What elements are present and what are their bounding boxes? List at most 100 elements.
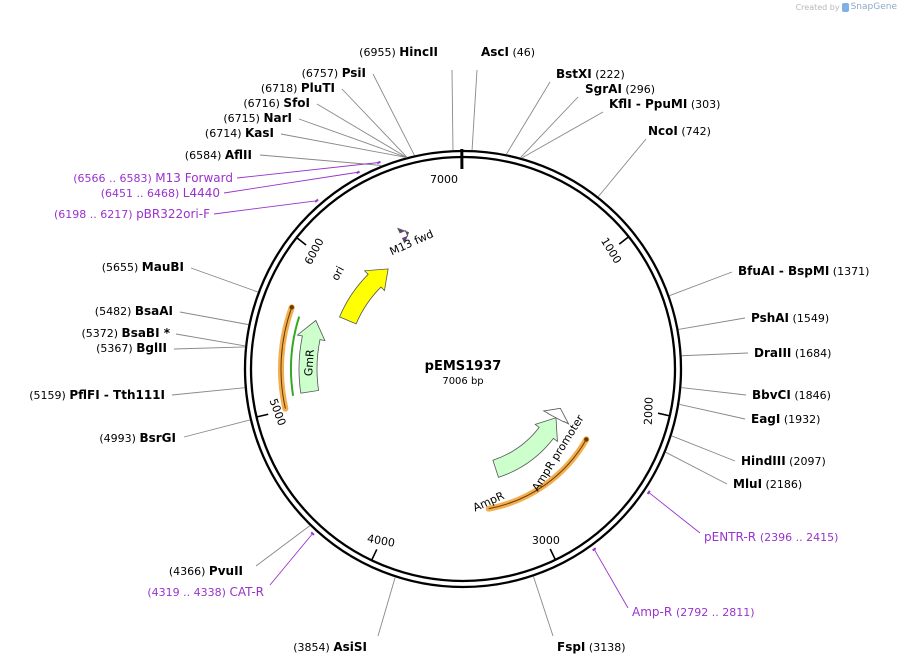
enzyme-site-bstxi[interactable]: BstXI (222)	[556, 67, 625, 81]
enzyme-leader-pflfi-tth111i	[171, 387, 245, 396]
enzyme-name: AsiSI	[333, 640, 367, 654]
primer-mark-cat-r	[310, 531, 315, 536]
enzyme-position: (46)	[509, 46, 535, 59]
enzyme-site-bsaai[interactable]: (5482) BsaAI	[95, 304, 173, 318]
enzyme-site-fspi[interactable]: FspI (3138)	[557, 640, 625, 654]
primer-site-l4440[interactable]: (6451 .. 6468) L4440	[101, 186, 220, 200]
enzyme-site-sgrai[interactable]: SgrAI (296)	[585, 82, 655, 96]
primer-leader-pentr-r	[648, 492, 701, 534]
enzyme-name: BglII	[136, 341, 167, 355]
tick-6000	[296, 236, 307, 246]
snapgene-logo-icon	[841, 2, 849, 12]
plasmid-center: pEMS1937 7006 bp	[425, 359, 502, 387]
enzyme-position: (3854)	[293, 641, 333, 654]
feature-ori[interactable]	[339, 268, 389, 325]
enzyme-site-mlui[interactable]: MluI (2186)	[733, 477, 802, 491]
feature-m13-fwd[interactable]	[397, 227, 410, 244]
enzyme-site-bsrgi[interactable]: (4993) BsrGI	[99, 431, 176, 445]
enzyme-site-bbvci[interactable]: BbvCI (1846)	[752, 388, 831, 402]
enzyme-position: (6714)	[205, 127, 245, 140]
tick-1000	[618, 236, 630, 245]
enzyme-name: AflII	[225, 148, 252, 162]
feature-label-gmr: GmR	[302, 349, 317, 377]
primer-mark-amp-r	[592, 547, 597, 552]
snapgene-credit: Created by SnapGene	[796, 2, 897, 12]
enzyme-site-draiii[interactable]: DraIII (1684)	[754, 346, 831, 360]
enzyme-name: AscI	[481, 45, 509, 59]
primer-leader-m13-forward	[236, 162, 379, 179]
enzyme-site-ncoi[interactable]: NcoI (742)	[648, 124, 711, 138]
enzyme-site-aflii[interactable]: (6584) AflII	[185, 148, 252, 162]
enzyme-position: (1932)	[780, 413, 820, 426]
enzyme-position: (6716)	[243, 97, 283, 110]
enzyme-site-pshai[interactable]: PshAI (1549)	[751, 311, 829, 325]
enzyme-leader-fspi	[532, 576, 554, 637]
enzyme-leader-bsrgi	[183, 419, 251, 438]
gmr-orf-line	[290, 316, 301, 396]
enzyme-site-bsabi[interactable]: (5372) BsaBI *	[81, 326, 170, 340]
enzyme-position: (222)	[592, 68, 625, 81]
enzyme-name: KasI	[245, 126, 274, 140]
enzyme-name: HincII	[399, 45, 438, 59]
primer-leader-pbr322ori-f	[213, 200, 317, 215]
enzyme-site-psii[interactable]: (6757) PsiI	[302, 66, 366, 80]
tick-label-6000: 6000	[302, 236, 327, 267]
enzyme-site-hindiii[interactable]: HindIII (2097)	[741, 454, 826, 468]
enzyme-name: BsrGI	[139, 431, 176, 445]
primer-leader-amp-r	[593, 549, 629, 609]
feature-gmr[interactable]	[296, 319, 326, 394]
enzyme-leader-ncoi	[597, 138, 647, 198]
feature-ampr-promoter[interactable]	[542, 407, 570, 425]
enzyme-site-kasi[interactable]: (6714) KasI	[205, 126, 274, 140]
enzyme-leader-sfoi	[316, 103, 407, 158]
enzyme-site-pflfi-tth111i[interactable]: (5159) PflFI - Tth111I	[29, 388, 165, 402]
enzyme-name: FspI	[557, 640, 585, 654]
primer-site-amp-r[interactable]: Amp-R (2792 .. 2811)	[632, 605, 755, 619]
primer-range: (4319 .. 4338)	[147, 586, 229, 599]
enzyme-site-maubi[interactable]: (5655) MauBI	[102, 260, 184, 274]
tick-label-4000: 4000	[366, 532, 396, 550]
enzyme-site-eagi[interactable]: EagI (1932)	[751, 412, 820, 426]
enzyme-name: MauBI	[142, 260, 184, 274]
enzyme-site-pluti[interactable]: (6718) PluTI	[261, 81, 335, 95]
enzyme-site-pvuii[interactable]: (4366) PvuII	[169, 564, 243, 578]
enzyme-name: HindIII	[741, 454, 786, 468]
enzyme-site-asci[interactable]: AscI (46)	[481, 45, 535, 59]
enzyme-leader-pluti	[341, 88, 408, 158]
tick-label-1000: 1000	[598, 235, 624, 266]
primer-name: pENTR-R	[704, 530, 760, 544]
enzyme-leader-draiii	[681, 352, 749, 357]
enzyme-leader-bbvci	[681, 387, 747, 396]
primer-name: Amp-R	[632, 605, 676, 619]
enzyme-site-bglii[interactable]: (5367) BglII	[96, 341, 167, 355]
enzyme-leader-bsabi	[175, 333, 246, 347]
primer-range: (2396 .. 2415)	[760, 531, 839, 544]
enzyme-site-kfli-ppumi[interactable]: KflI - PpuMI (303)	[609, 97, 720, 111]
tick-5000	[256, 413, 269, 418]
primer-site-m13-forward[interactable]: (6566 .. 6583) M13 Forward	[73, 171, 233, 185]
enzyme-leader-psii	[372, 73, 415, 156]
tick-4000	[370, 549, 378, 561]
enzyme-position: (2186)	[762, 478, 802, 491]
feature-ampr[interactable]	[492, 417, 558, 478]
tick-label-2000: 2000	[642, 397, 656, 425]
enzyme-position: (6715)	[223, 112, 263, 125]
enzyme-site-sfoi[interactable]: (6716) SfoI	[243, 96, 310, 110]
primer-leader-l4440	[223, 171, 359, 194]
enzyme-site-hincii[interactable]: (6955) HincII	[359, 45, 438, 59]
enzyme-position: (1371)	[829, 265, 869, 278]
enzyme-site-nari[interactable]: (6715) NarI	[223, 111, 292, 125]
primer-site-pentr-r[interactable]: pENTR-R (2396 .. 2415)	[704, 530, 838, 544]
enzyme-name: NcoI	[648, 124, 678, 138]
primer-name: L4440	[183, 186, 220, 200]
enzyme-site-asisi[interactable]: (3854) AsiSI	[293, 640, 367, 654]
enzyme-name: BfuAI - BspMI	[738, 264, 829, 278]
primer-site-cat-r[interactable]: (4319 .. 4338) CAT-R	[147, 585, 264, 599]
primer-name: M13 Forward	[155, 171, 233, 185]
enzyme-position: (5482)	[95, 305, 135, 318]
primer-site-pbr322ori-f[interactable]: (6198 .. 6217) pBR322ori-F	[54, 207, 210, 221]
enzyme-position: (3138)	[585, 641, 625, 654]
enzyme-position: (6584)	[185, 149, 225, 162]
enzyme-site-bfuai-bspmi[interactable]: BfuAI - BspMI (1371)	[738, 264, 869, 278]
